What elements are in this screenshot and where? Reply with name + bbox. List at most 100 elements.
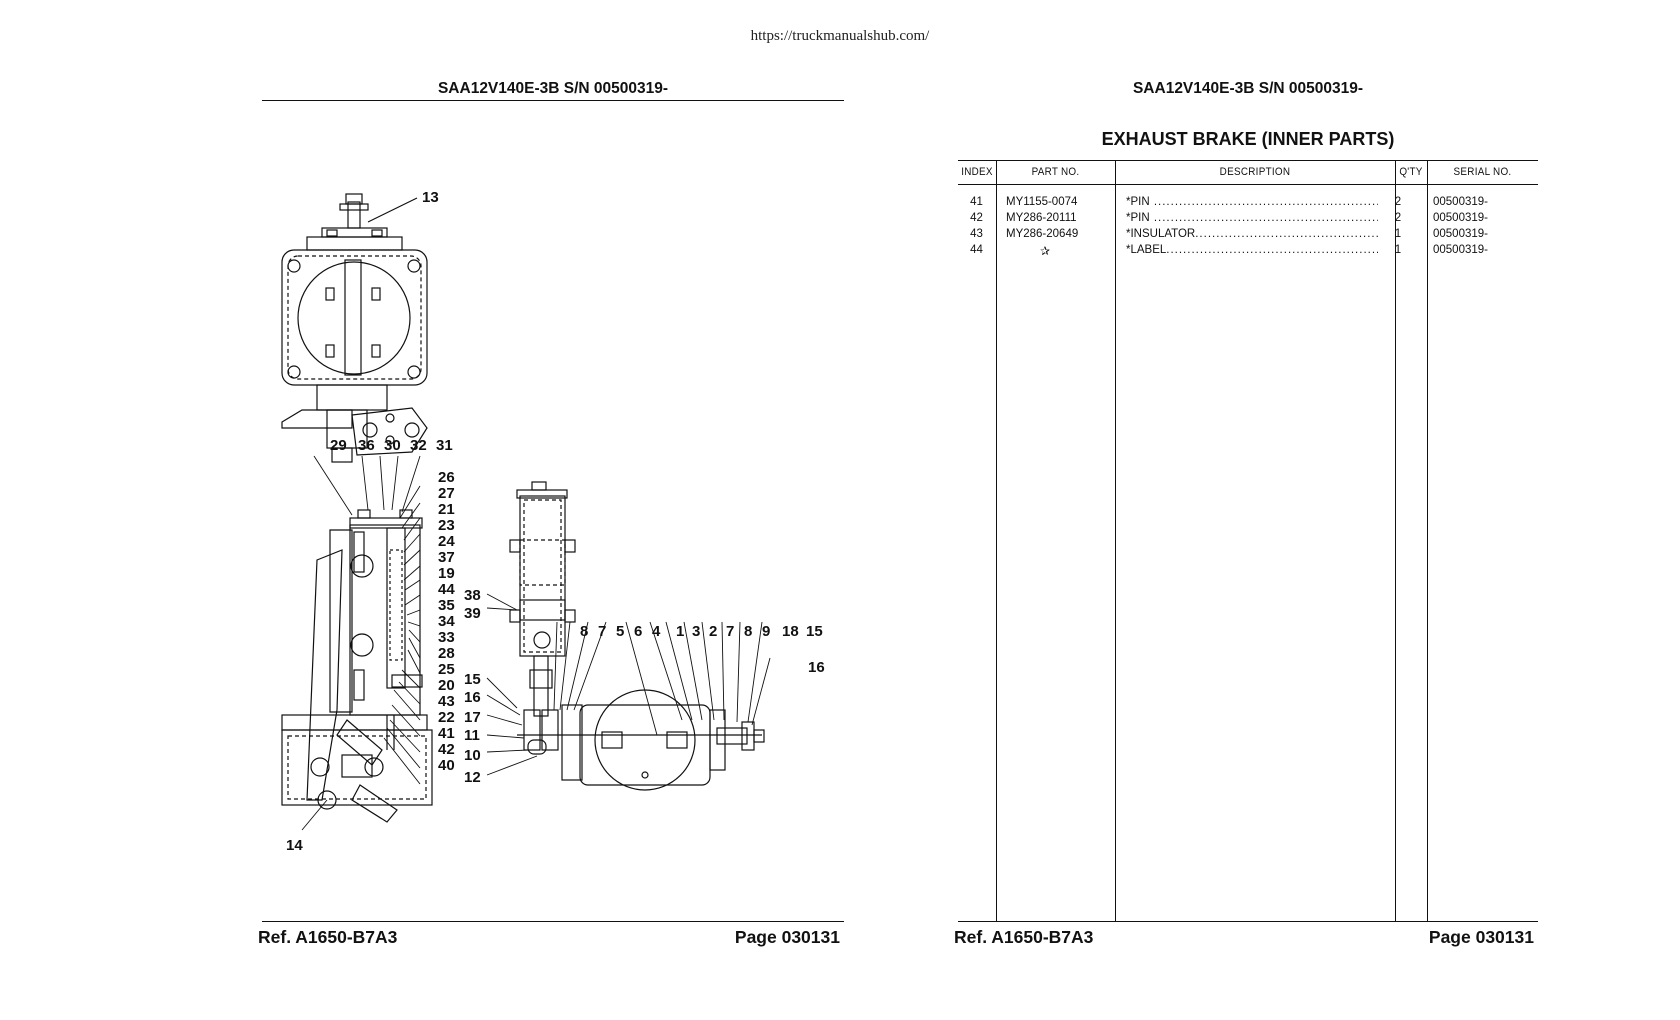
row-part-no: MY1155-0074 <box>1006 196 1078 208</box>
row-description: *PIN ...................................… <box>1126 196 1378 208</box>
callout-25: 25 <box>438 661 455 678</box>
row-qty: 2 <box>1394 212 1402 224</box>
left-ref-code: Ref. A1650-B7A3 <box>258 927 398 947</box>
right-page-header: SAA12V140E-3B S/N 00500319- <box>1132 80 1364 97</box>
column-divider <box>1395 160 1396 922</box>
row-serial-no: 00500319- <box>1433 244 1488 256</box>
table-row: 41 MY1155-0074 *PIN ....................… <box>958 196 1538 212</box>
callout-33: 33 <box>438 629 455 646</box>
callout-39: 39 <box>464 605 481 622</box>
row-serial-no: 00500319- <box>1433 196 1488 208</box>
callout-8a: 8 <box>580 623 588 640</box>
row-qty: 2 <box>1394 196 1402 208</box>
callout-42: 42 <box>438 741 455 758</box>
callout-37: 37 <box>438 549 455 566</box>
right-footer-rule <box>958 921 1538 922</box>
right-page: SAA12V140E-3B S/N 00500319- EXHAUST BRAK… <box>954 0 1538 1020</box>
table-top-rule <box>958 160 1538 161</box>
callout-26: 26 <box>438 469 455 486</box>
callout-28: 28 <box>438 645 455 662</box>
column-divider <box>996 160 997 922</box>
callout-15b: 15 <box>464 671 481 688</box>
callout-1: 1 <box>676 623 684 640</box>
row-qty: 1 <box>1394 228 1402 240</box>
right-page-number: Page 030131 <box>1428 927 1534 947</box>
callout-7b: 7 <box>726 623 734 640</box>
callout-14: 14 <box>286 837 303 854</box>
callout-15a: 15 <box>806 623 823 640</box>
col-header-qty: Q'TY <box>1399 166 1423 178</box>
column-divider <box>1427 160 1428 922</box>
callout-6: 6 <box>634 623 642 640</box>
parts-table: INDEX PART NO. DESCRIPTION Q'TY SERIAL N… <box>958 160 1538 922</box>
callout-38: 38 <box>464 587 481 604</box>
callout-24: 24 <box>438 533 455 550</box>
callout-10: 10 <box>464 747 481 764</box>
left-page-number: Page 030131 <box>734 927 840 947</box>
source-url[interactable]: https://truckmanualshub.com/ <box>750 28 930 44</box>
row-part-no: MY286-20649 <box>1006 228 1079 240</box>
col-header-serial-no: SERIAL NO. <box>1453 166 1512 178</box>
row-description: *INSULATOR..............................… <box>1126 228 1378 240</box>
col-header-index: INDEX <box>961 166 993 178</box>
row-index: 44 <box>970 244 983 256</box>
callout-3: 3 <box>692 623 700 640</box>
left-page: SAA12V140E-3B S/N 00500319- <box>258 0 844 1020</box>
row-description: *PIN ...................................… <box>1126 212 1378 224</box>
callout-8b: 8 <box>744 623 752 640</box>
row-description: *LABEL..................................… <box>1126 244 1378 256</box>
callout-27: 27 <box>438 485 455 502</box>
callout-13: 13 <box>422 189 439 206</box>
left-header-rule <box>262 100 844 101</box>
row-qty: 1 <box>1394 244 1402 256</box>
callout-36: 36 <box>358 437 375 454</box>
row-index: 42 <box>970 212 983 224</box>
callout-9: 9 <box>762 623 770 640</box>
col-header-part-no: PART NO. <box>1031 166 1080 178</box>
row-index: 43 <box>970 228 983 240</box>
callout-labels: 13 29 36 30 32 31 26 27 21 23 24 37 19 4… <box>286 189 825 854</box>
exhaust-brake-diagram: 13 29 36 30 32 31 26 27 21 23 24 37 19 4… <box>281 189 825 854</box>
callout-12: 12 <box>464 769 481 786</box>
actuator-side-view <box>281 509 433 823</box>
row-index: 41 <box>970 196 983 208</box>
callout-44: 44 <box>438 581 455 598</box>
left-footer-rule <box>262 921 844 922</box>
callout-19: 19 <box>438 565 455 582</box>
callout-34: 34 <box>438 613 455 630</box>
parts-list-title: EXHAUST BRAKE (INNER PARTS) <box>1101 129 1395 149</box>
callout-43: 43 <box>438 693 455 710</box>
row-serial-no: 00500319- <box>1433 212 1488 224</box>
callout-11: 11 <box>464 727 480 744</box>
callout-7a: 7 <box>598 623 606 640</box>
table-row: 44 ✰ *LABEL.............................… <box>958 244 1538 260</box>
callout-2: 2 <box>709 623 717 640</box>
callout-16b: 16 <box>464 689 481 706</box>
callout-29: 29 <box>330 437 347 454</box>
table-header-rule <box>958 184 1538 185</box>
callout-31: 31 <box>436 437 453 454</box>
right-ref-code: Ref. A1650-B7A3 <box>954 927 1094 947</box>
table-row: 42 MY286-20111 *PIN ....................… <box>958 212 1538 228</box>
star-symbol-icon: ✰ <box>1040 244 1051 258</box>
callout-4: 4 <box>652 623 661 640</box>
column-divider <box>1115 160 1116 922</box>
callout-16a: 16 <box>808 659 825 676</box>
table-row: 43 MY286-20649 *INSULATOR...............… <box>958 228 1538 244</box>
callout-5: 5 <box>616 623 624 640</box>
callout-32: 32 <box>410 437 427 454</box>
callout-35: 35 <box>438 597 455 614</box>
col-header-description: DESCRIPTION <box>1219 166 1291 178</box>
valve-top-view <box>281 193 428 463</box>
left-page-header: SAA12V140E-3B S/N 00500319- <box>437 80 669 97</box>
callout-41: 41 <box>438 725 455 742</box>
row-serial-no: 00500319- <box>1433 228 1488 240</box>
row-part-no: MY286-20111 <box>1006 212 1077 224</box>
callout-leaders <box>301 455 771 831</box>
callout-18: 18 <box>782 623 799 640</box>
callout-30: 30 <box>384 437 401 454</box>
callout-23: 23 <box>438 517 455 534</box>
callout-21: 21 <box>438 501 455 518</box>
callout-22: 22 <box>438 709 455 726</box>
callout-17: 17 <box>464 709 481 726</box>
